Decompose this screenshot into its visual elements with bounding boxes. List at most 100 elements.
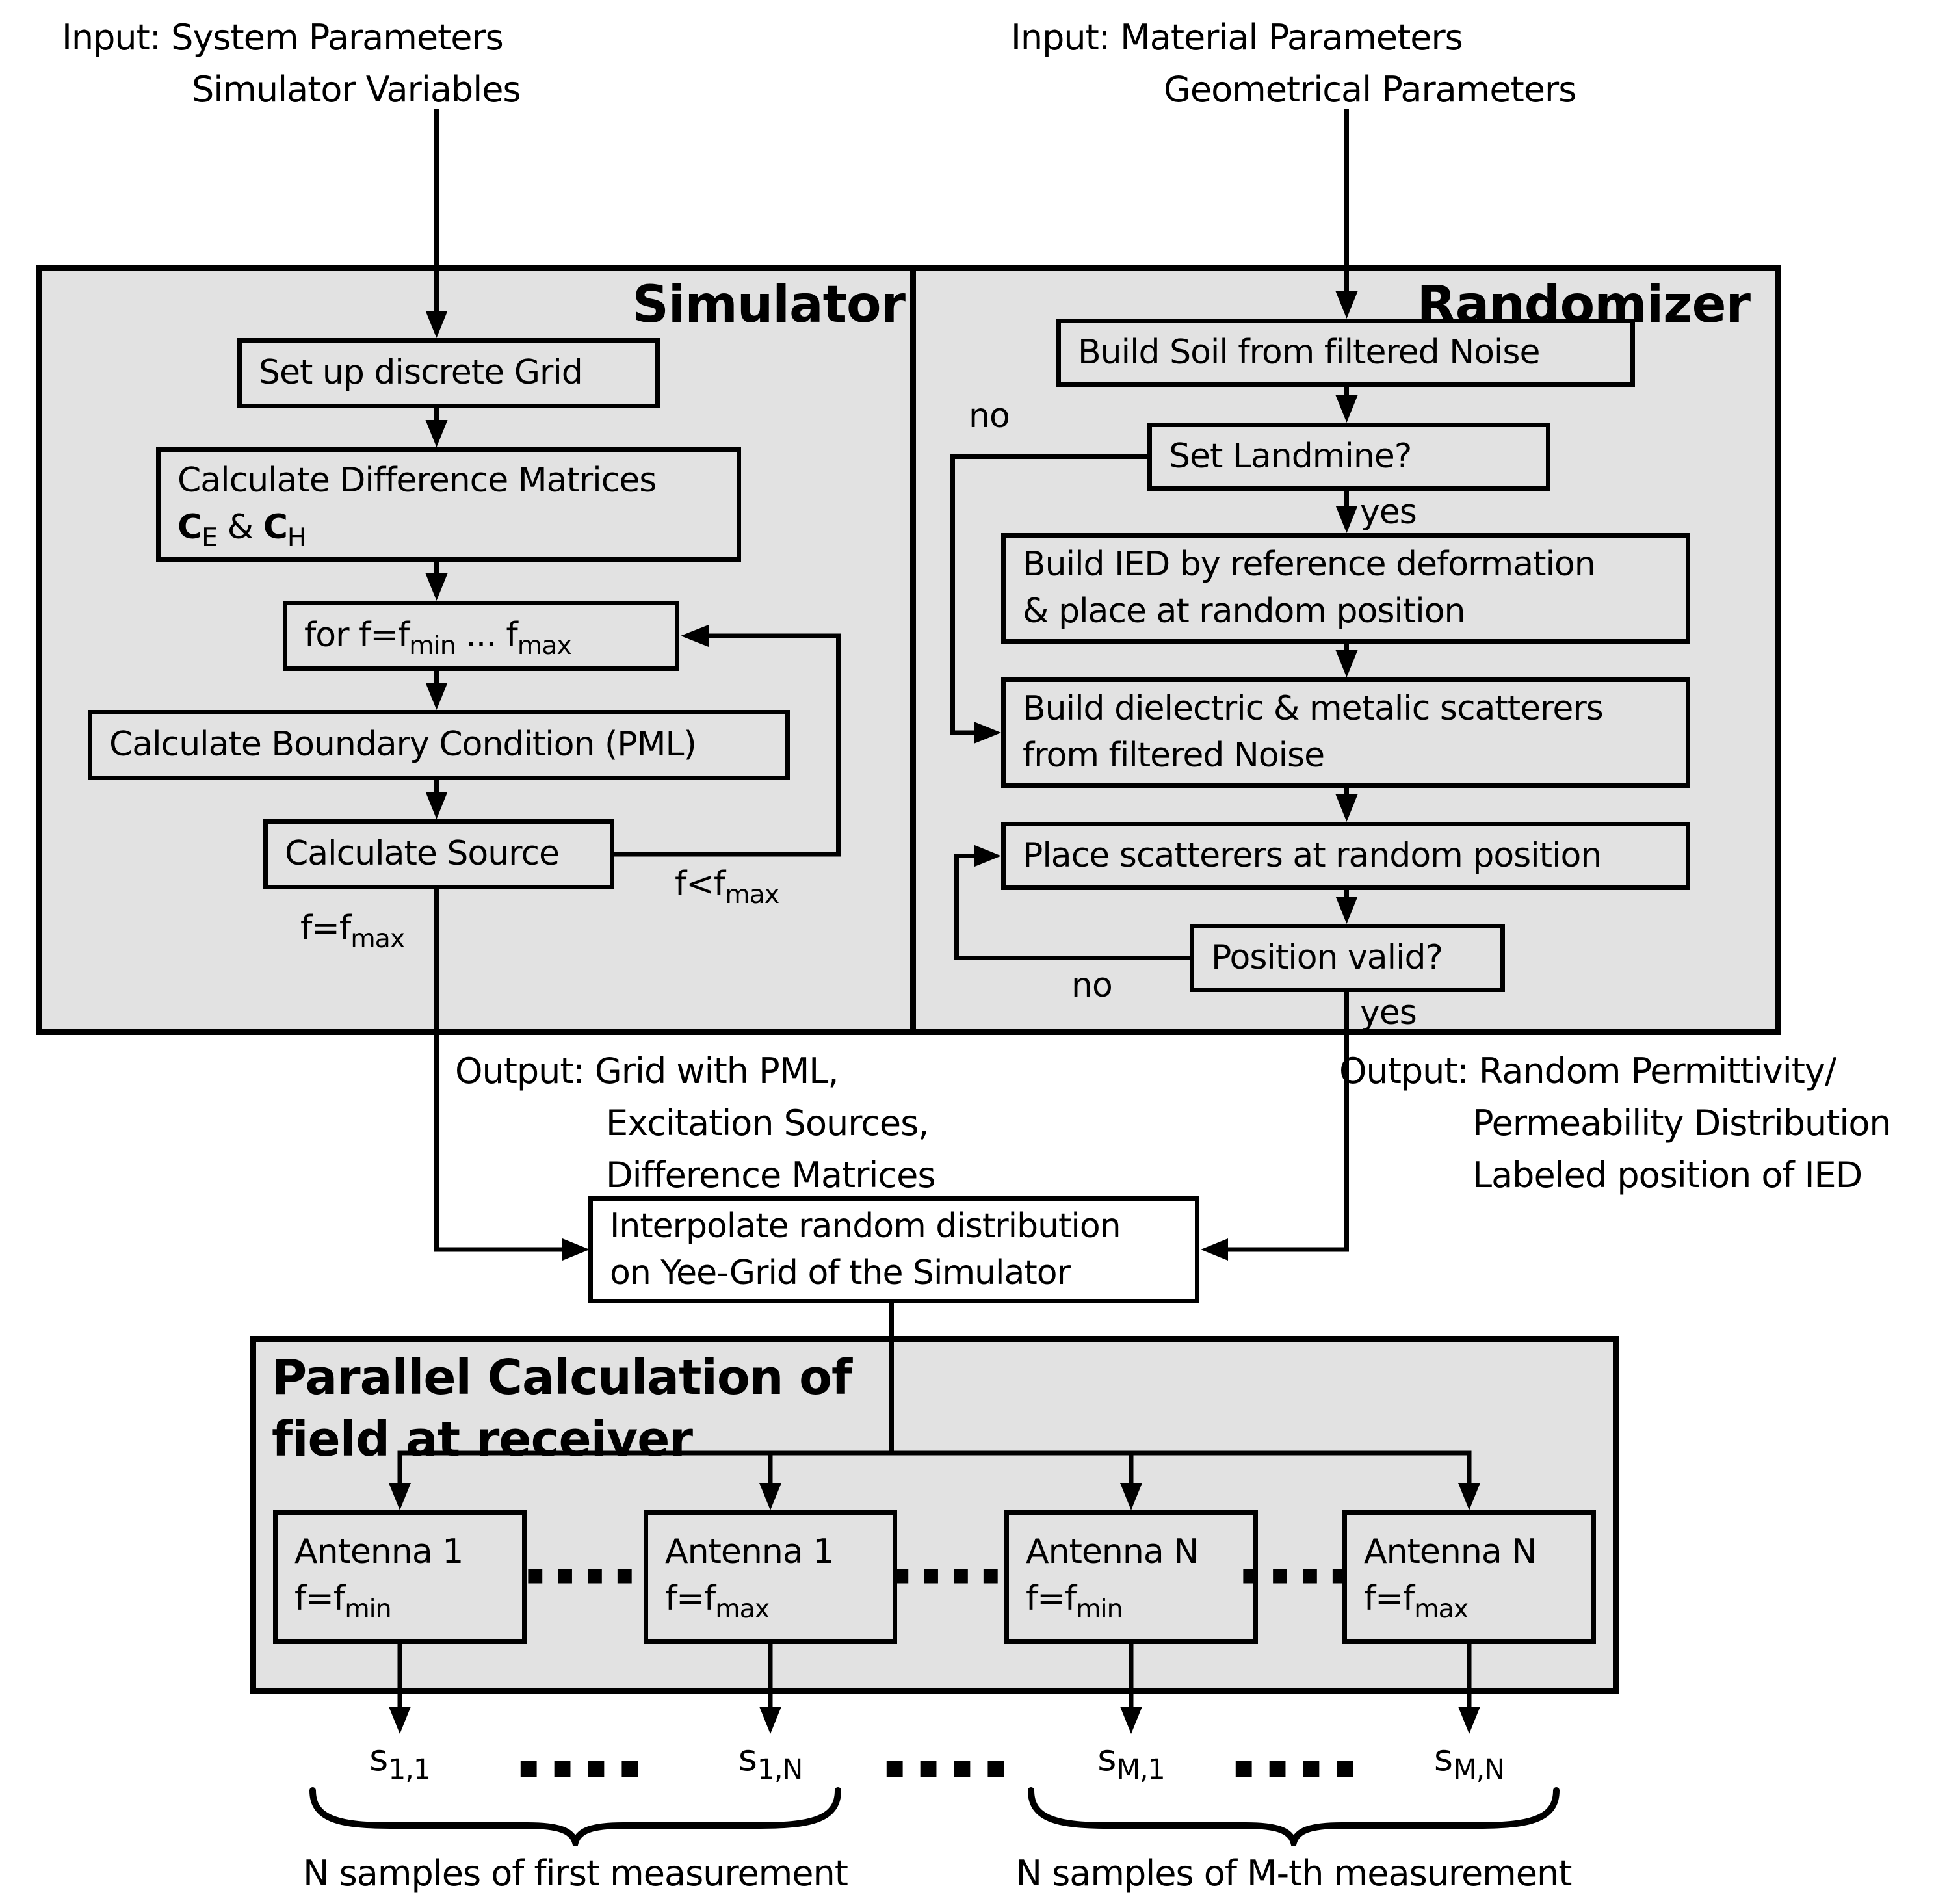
box-interpolate: Interpolate random distribution on Yee-G…	[588, 1196, 1199, 1303]
antenna-freq: f=fmax	[665, 1576, 876, 1624]
box-build-ied: Build IED by reference deformation & pla…	[1001, 533, 1690, 644]
caption-first-measurement: N samples of first measurement	[303, 1853, 848, 1894]
box-build-scatterers-line2: from filtered Noise	[1023, 736, 1325, 775]
s-base: s	[1097, 1737, 1117, 1779]
antenna-f-pre: f=f	[1026, 1578, 1077, 1618]
box-setup-grid: Set up discrete Grid	[237, 338, 660, 408]
antenna-f-pre: f=f	[1364, 1578, 1415, 1618]
box-calculate-source-label: Calculate Source	[285, 834, 560, 874]
ellipsis-dots-icon: ▪▪▪▪	[1233, 1748, 1368, 1785]
label-landmine-no: no	[969, 397, 1010, 436]
box-build-scatterers-line1: Build dielectric & metalic scatterers	[1023, 689, 1604, 729]
box-set-landmine: Set Landmine?	[1147, 423, 1550, 491]
label-landmine-yes: yes	[1360, 493, 1417, 532]
antenna-f-pre: f=f	[665, 1578, 716, 1618]
box-setup-grid-label: Set up discrete Grid	[259, 353, 583, 393]
simulator-panel-title: Simulator	[632, 276, 906, 334]
antenna-name: Antenna 1	[665, 1532, 834, 1571]
antenna-f-sub: max	[1414, 1593, 1469, 1624]
output-left-line3: Difference Matrices	[606, 1155, 935, 1196]
loop-sub-min: min	[409, 630, 456, 661]
box-antenna-1-fmin: Antenna 1 f=fmin	[273, 1510, 527, 1644]
label-f-less-fmax: f<fmax	[675, 865, 779, 910]
f-less-sub: max	[725, 879, 779, 910]
f-less-pre: f<f	[675, 865, 725, 904]
box-interpolate-line1: Interpolate random distribution	[610, 1206, 1121, 1246]
box-position-valid-label: Position valid?	[1211, 937, 1443, 977]
antenna-freq: f=fmin	[294, 1576, 505, 1624]
box-difference-matrices-line1: Calculate Difference Matrices	[177, 461, 657, 501]
matrix-ch: C	[263, 508, 288, 547]
box-set-landmine-label: Set Landmine?	[1169, 436, 1412, 476]
box-frequency-loop-label: for f=fmin ... fmax	[304, 612, 658, 661]
s-sub: 1,1	[388, 1753, 431, 1786]
brace-mth-measurement	[1028, 1787, 1560, 1846]
input-left-line2: Simulator Variables	[192, 69, 521, 110]
label-f-eq-fmax: f=fmax	[300, 909, 405, 954]
ellipsis-dots-icon: ▪▪▪▪	[517, 1748, 653, 1785]
antenna-name: Antenna 1	[294, 1532, 464, 1571]
box-frequency-loop: for f=fmin ... fmax	[283, 601, 679, 671]
box-place-scatterers-label: Place scatterers at random position	[1023, 835, 1602, 875]
box-difference-matrices-line2: CE & CH	[177, 504, 720, 553]
loop-mid: ... f	[455, 616, 517, 655]
box-difference-matrices: Calculate Difference Matrices CE & CH	[156, 447, 741, 562]
matrix-ce-sub: E	[202, 522, 218, 553]
output-annotation-right: Output: Random Permittivity/ Permeabilit…	[1339, 1045, 1892, 1201]
box-interpolate-line2: on Yee-Grid of the Simulator	[610, 1253, 1071, 1292]
antenna-freq: f=fmin	[1026, 1576, 1236, 1624]
input-annotation-right: Input: Material Parameters Geometrical P…	[1011, 12, 1576, 116]
box-build-ied-line2: & place at random position	[1023, 592, 1465, 631]
box-antenna-n-fmax: Antenna N f=fmax	[1342, 1510, 1596, 1644]
box-boundary-condition-label: Calculate Boundary Condition (PML)	[109, 725, 697, 765]
parallel-panel-title: Parallel Calculation of field at receive…	[272, 1347, 852, 1471]
f-eq-sub: max	[350, 923, 405, 954]
antenna-f-sub: min	[1076, 1593, 1123, 1624]
caption-mth-measurement: N samples of M-th measurement	[1015, 1853, 1573, 1894]
s-base: s	[1433, 1737, 1454, 1779]
s-sub: M,1	[1116, 1753, 1165, 1786]
antenna-name: Antenna N	[1026, 1532, 1199, 1571]
antenna-f-sub: max	[715, 1593, 770, 1624]
antenna-f-sub: min	[345, 1593, 392, 1624]
arrowhead-left-icon	[1201, 1238, 1228, 1261]
label-valid-yes: yes	[1360, 993, 1417, 1032]
ellipsis-dots-icon: ▪▪▪▪	[1240, 1558, 1360, 1591]
f-eq-pre: f=f	[300, 909, 351, 948]
brace-path	[1028, 1787, 1560, 1846]
loop-sub-max: max	[517, 630, 572, 661]
arrowhead-right-icon	[562, 1238, 590, 1261]
sample-label-s1n: s1,N	[738, 1737, 804, 1786]
s-base: s	[369, 1737, 389, 1779]
antenna-f-pre: f=f	[294, 1578, 345, 1618]
box-build-soil-label: Build Soil from filtered Noise	[1078, 332, 1540, 372]
box-position-valid: Position valid?	[1190, 924, 1505, 992]
antenna-freq: f=fmax	[1364, 1576, 1575, 1624]
box-build-ied-line1: Build IED by reference deformation	[1023, 545, 1596, 584]
sample-label-sm1: sM,1	[1097, 1737, 1166, 1786]
arrowhead-down-icon	[1458, 1707, 1480, 1734]
box-build-soil: Build Soil from filtered Noise	[1056, 319, 1635, 387]
input-right-line1: Input: Material Parameters	[1011, 17, 1463, 58]
sample-label-smn: sM,N	[1433, 1737, 1505, 1786]
arrowhead-down-icon	[389, 1707, 411, 1734]
antenna-name: Antenna N	[1364, 1532, 1537, 1571]
s-base: s	[738, 1737, 757, 1779]
arrowhead-down-icon	[759, 1707, 781, 1734]
input-left-line1: Input: System Parameters	[62, 17, 504, 58]
input-right-line2: Geometrical Parameters	[1164, 69, 1576, 110]
brace-path	[309, 1787, 841, 1846]
output-right-line2: Permeability Distribution	[1472, 1103, 1892, 1144]
s-sub: M,N	[1453, 1753, 1505, 1786]
ampersand: &	[227, 508, 263, 547]
output-annotation-left: Output: Grid with PML, Excitation Source…	[455, 1045, 935, 1201]
box-antenna-n-fmin: Antenna N f=fmin	[1004, 1510, 1258, 1644]
box-calculate-source: Calculate Source	[263, 819, 614, 889]
parallel-title-line2: field at receiver	[272, 1411, 693, 1467]
box-build-scatterers: Build dielectric & metalic scatterers fr…	[1001, 677, 1690, 788]
parallel-title-line1: Parallel Calculation of	[272, 1350, 852, 1406]
brace-first-measurement	[309, 1787, 841, 1846]
loop-pre: for f=f	[304, 616, 410, 655]
output-left-line1: Output: Grid with PML,	[455, 1051, 839, 1092]
